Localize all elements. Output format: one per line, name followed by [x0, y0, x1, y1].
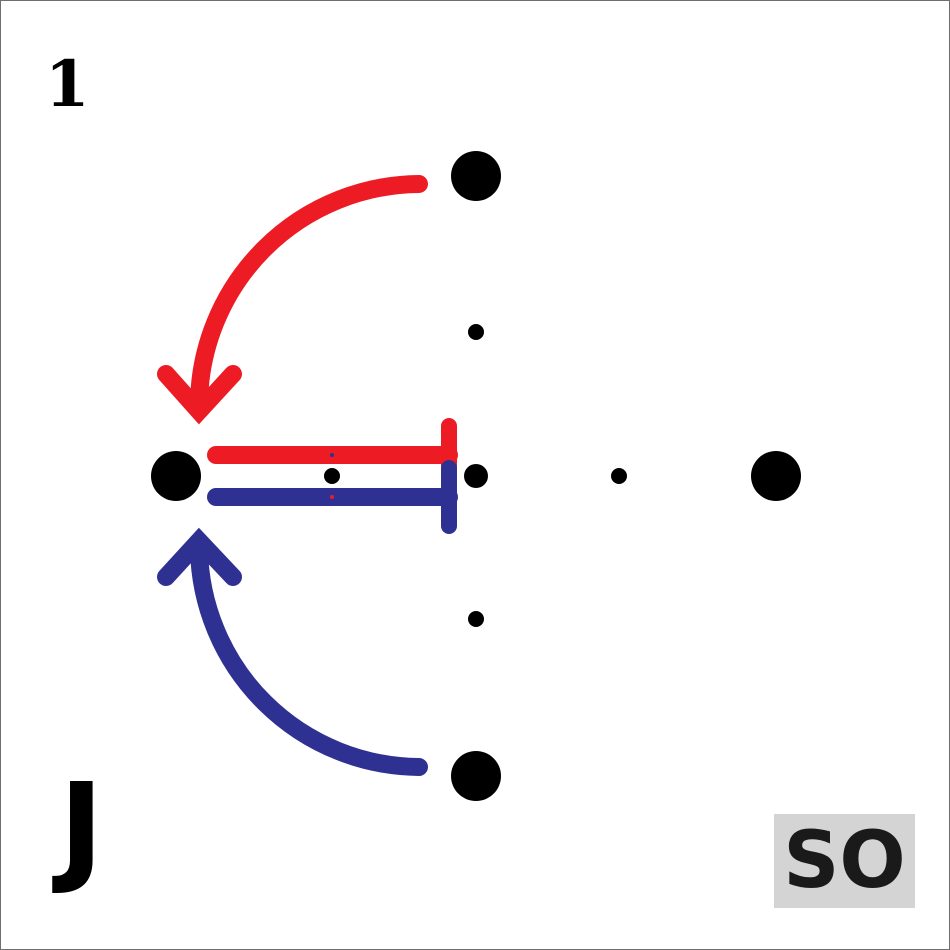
- letter-label: J: [59, 759, 104, 898]
- red-bar-marker: [330, 453, 334, 457]
- dot-lower: [468, 611, 484, 627]
- node-bottom: [451, 751, 501, 801]
- dot-upper: [468, 324, 484, 340]
- node-right: [751, 451, 801, 501]
- red-arrowhead: [157, 365, 242, 425]
- panel-number: 1: [45, 47, 90, 122]
- dot-center: [464, 464, 488, 488]
- blue-arrowhead: [157, 527, 242, 586]
- blue-bar-marker: [330, 495, 334, 499]
- node-left: [151, 451, 201, 501]
- dot-mid-left: [324, 468, 340, 484]
- blue-curved-arrow: [190, 540, 428, 776]
- red-curved-arrow: [190, 175, 428, 412]
- node-top: [451, 151, 501, 201]
- badge: SO: [774, 814, 915, 908]
- dot-center-right: [611, 468, 627, 484]
